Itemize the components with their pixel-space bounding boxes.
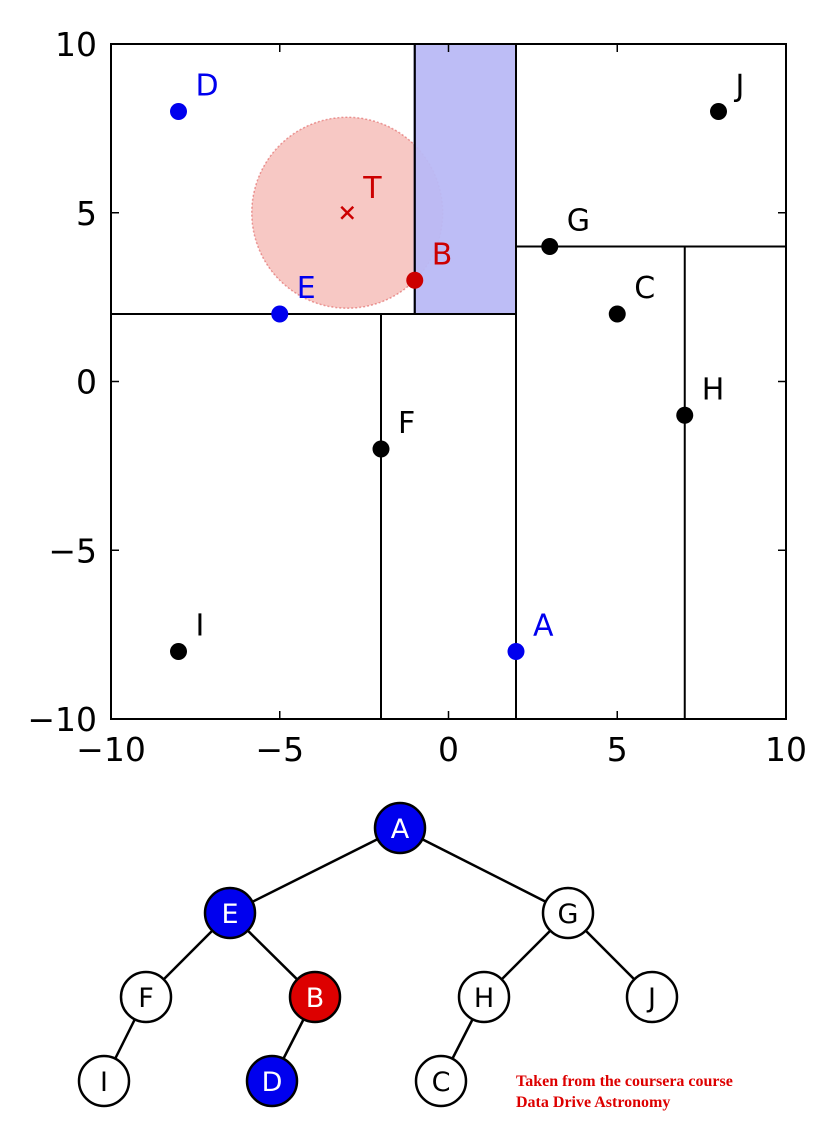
point-label-f: F — [398, 406, 415, 441]
x-tick-label: 10 — [765, 730, 807, 769]
x-tick-label: 0 — [438, 730, 459, 769]
target-label: T — [362, 171, 382, 206]
point-i — [170, 643, 187, 660]
tree-node-label-j: J — [646, 983, 656, 1014]
point-label-j: J — [734, 69, 745, 104]
tree-node-label-e: E — [221, 899, 238, 930]
y-tick-label: −10 — [27, 700, 97, 739]
tree-edge-f-i — [114, 1018, 136, 1060]
tree-node-f — [119, 970, 173, 1024]
tree-edge-g-j — [584, 929, 636, 981]
tree-node-e — [203, 886, 257, 940]
tree-edge-h-c — [451, 1018, 474, 1060]
tree-node-c — [414, 1054, 468, 1108]
point-d — [170, 103, 187, 120]
highlighted-region — [413, 43, 517, 315]
tree-node-label-d: D — [262, 1067, 283, 1098]
point-a — [507, 643, 525, 660]
point-label-d: D — [196, 69, 219, 104]
tree-node-label-a: A — [391, 814, 410, 845]
point-label-c: C — [634, 271, 655, 306]
point-label-a: A — [533, 609, 554, 644]
tree-node-i — [77, 1054, 131, 1108]
credit-line-2: Data Drive Astronomy — [516, 1094, 671, 1111]
point-h — [676, 406, 694, 424]
kd-tree-diagram: A E G F B H J I D C — [77, 801, 679, 1108]
point-g — [541, 238, 559, 255]
tree-node-label-i: I — [100, 1067, 108, 1098]
point-label-g: G — [567, 204, 590, 239]
y-tick-label: 0 — [76, 363, 97, 402]
tree-node-label-h: H — [474, 983, 494, 1014]
tree-edge-e-f — [162, 929, 214, 981]
tree-node-label-f: F — [138, 983, 154, 1014]
point-label-e: E — [297, 271, 316, 306]
credit-line-1: Taken from the coursera course — [516, 1073, 733, 1090]
x-tick-label: 5 — [607, 730, 628, 769]
tree-edge-e-b — [246, 929, 299, 981]
point-label-i: I — [196, 609, 205, 644]
tree-node-label-b: B — [306, 983, 325, 1014]
point-b — [406, 271, 424, 289]
point-c — [608, 305, 626, 323]
credit-note: Taken from the coursera course Data Driv… — [516, 1071, 733, 1113]
point-label-b: B — [432, 237, 453, 272]
point-e — [271, 305, 289, 323]
tree-node-label-g: G — [558, 899, 579, 930]
x-tick-label: −10 — [76, 730, 146, 769]
tree-edge-a-e — [251, 838, 379, 903]
tree-node-a — [373, 801, 427, 855]
y-tick-label: 5 — [76, 194, 97, 233]
tree-node-h — [457, 970, 511, 1024]
tree-node-g — [541, 886, 595, 940]
tree-node-b — [288, 970, 342, 1024]
target-marker-stroke-2 — [340, 205, 355, 220]
y-tick-label: 10 — [55, 25, 97, 64]
point-label-h: H — [702, 372, 725, 407]
point-f — [372, 440, 390, 458]
tree-edge-a-g — [421, 838, 547, 903]
tree-node-j — [625, 970, 679, 1024]
tree-edge-g-h — [500, 929, 552, 981]
y-tick-label: −5 — [48, 531, 97, 570]
x-tick-label: −5 — [255, 730, 304, 769]
tree-node-label-c: C — [432, 1067, 451, 1098]
tree-edge-b-d — [282, 1018, 305, 1060]
point-j — [710, 103, 727, 120]
tree-node-d — [245, 1054, 299, 1108]
